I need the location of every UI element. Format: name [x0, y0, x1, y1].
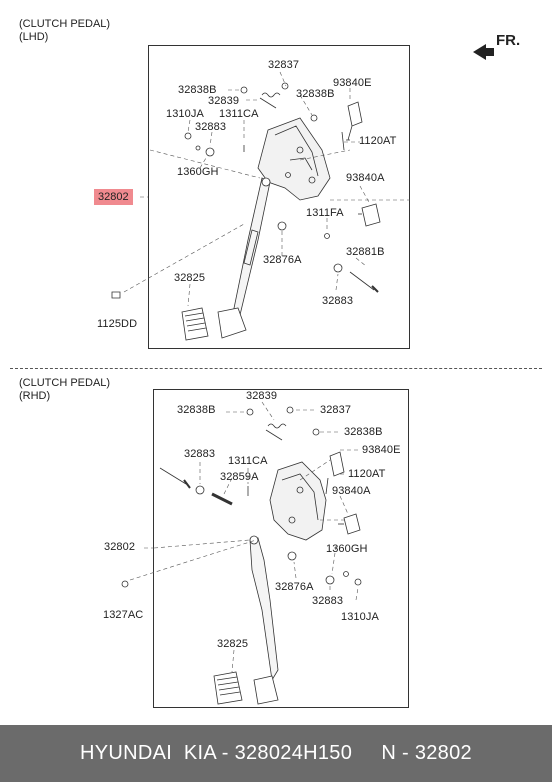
rhd-label-1311ca: 1311CA	[228, 455, 268, 467]
lhd-label-1311ca: 1311CA	[219, 108, 259, 120]
rhd-label-32802: 32802	[104, 541, 136, 553]
rhd-label-1310ja: 1310JA	[341, 611, 379, 623]
lhd-header-subtitle: (LHD)	[19, 31, 49, 43]
rhd-label-32876a: 32876A	[275, 581, 314, 593]
rhd-label-32838b-right: 32838B	[344, 426, 383, 438]
lhd-label-1125dd: 1125DD	[97, 318, 138, 330]
rhd-header-subtitle: (RHD)	[19, 390, 51, 402]
rhd-label-1327ac: 1327AC	[103, 609, 144, 621]
lhd-label-1360gh: 1360GH	[177, 166, 219, 178]
rhd-label-32837: 32837	[320, 404, 352, 416]
lhd-header-title: (CLUTCH PEDAL)	[19, 18, 111, 30]
lhd-label-1311fa: 1311FA	[306, 207, 344, 219]
lhd-label-32883-bottom: 32883	[322, 295, 354, 307]
lhd-label-1310ja: 1310JA	[166, 108, 204, 120]
front-arrow-icon	[473, 44, 494, 60]
rhd-label-32859a: 32859A	[220, 471, 259, 483]
rhd-label-32883-top: 32883	[184, 448, 216, 460]
rhd-label-32825: 32825	[217, 638, 249, 650]
front-direction-label: FR.	[496, 32, 521, 49]
lhd-label-32881b: 32881B	[346, 246, 385, 258]
rhd-label-93840a: 93840A	[332, 485, 371, 497]
lhd-label-32876a: 32876A	[263, 254, 302, 266]
footer-part-number-bar: HYUNDAI KIA - 328024H150 N - 32802	[0, 725, 552, 782]
lhd-label-93840a: 93840A	[346, 172, 385, 184]
rhd-label-32883-bottom: 32883	[312, 595, 344, 607]
rhd-label-32839: 32839	[246, 390, 278, 402]
lhd-label-32837: 32837	[268, 59, 300, 71]
section-divider	[10, 368, 542, 369]
lhd-label-32802-highlighted: 32802	[94, 189, 133, 205]
lhd-label-32825: 32825	[174, 272, 206, 284]
lhd-label-32839: 32839	[208, 95, 240, 107]
rhd-label-32838b-left: 32838B	[177, 404, 216, 416]
rhd-header-title: (CLUTCH PEDAL)	[19, 377, 111, 389]
rhd-label-1360gh: 1360GH	[326, 543, 368, 555]
lhd-label-32838b-right: 32838B	[296, 88, 335, 100]
lhd-label-32838b-left: 32838B	[178, 84, 217, 96]
rhd-label-93840e: 93840E	[362, 444, 401, 456]
lhd-label-93840e: 93840E	[333, 77, 372, 89]
rhd-diagram-frame	[153, 389, 409, 708]
lhd-label-1120at: 1120AT	[359, 135, 397, 147]
lhd-diagram-frame	[148, 45, 410, 349]
lhd-label-32883-top: 32883	[195, 121, 227, 133]
rhd-label-1120at: 1120AT	[348, 468, 386, 480]
